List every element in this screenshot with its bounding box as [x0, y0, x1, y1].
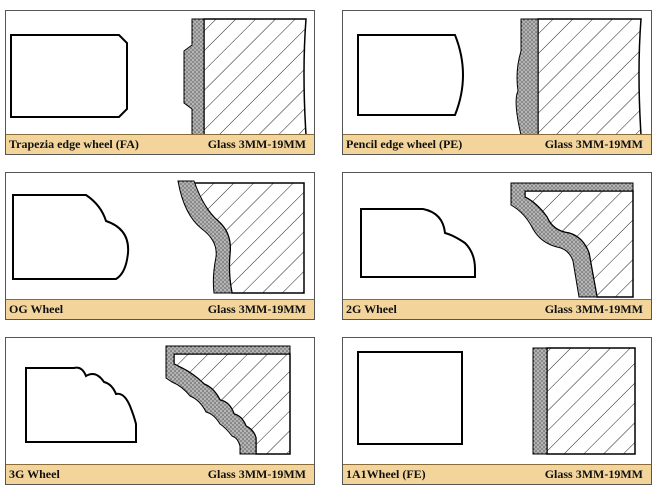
wheel-body-hatched	[203, 18, 307, 135]
glass-edge-shape	[357, 34, 464, 116]
glass-spec: Glass 3MM-19MM	[207, 467, 306, 481]
wheel-caption: Pencil edge wheel (PE) Glass 3MM-19MM	[343, 134, 651, 154]
og-profile-diagram	[12, 180, 305, 294]
wheel-caption: 1A1Wheel (FE) Glass 3MM-19MM	[343, 464, 651, 484]
wheel-body-hatched	[173, 353, 291, 455]
glass-edge-shape	[25, 366, 137, 443]
glass-spec: Glass 3MM-19MM	[207, 137, 306, 151]
wheel-caption: OG Wheel Glass 3MM-19MM	[6, 299, 314, 319]
glass-edge-shape	[357, 351, 463, 445]
glass-edge-shape	[12, 194, 130, 280]
wheel-caption: 3G Wheel Glass 3MM-19MM	[6, 464, 314, 484]
abrasive-grit-layer	[532, 347, 548, 455]
glass-edge-shape	[360, 208, 476, 278]
glass-spec: Glass 3MM-19MM	[544, 302, 643, 316]
glass-spec: Glass 3MM-19MM	[207, 302, 306, 316]
abrasive-grit-layer	[177, 180, 233, 294]
wheel-card-pencil: Pencil edge wheel (PE) Glass 3MM-19MM	[342, 10, 652, 155]
wheel-body-hatched	[537, 18, 642, 135]
wheel-name: Pencil edge wheel (PE)	[346, 137, 463, 151]
glass-edge-shape	[10, 34, 128, 118]
wheel-name: OG Wheel	[9, 302, 64, 316]
wheel-name: 2G Wheel	[346, 302, 397, 316]
wheel-card-og: OG Wheel Glass 3MM-19MM	[5, 172, 315, 320]
wheel-card-trapezia: Trapezia edge wheel (FA) Glass 3MM-19MM	[5, 10, 315, 155]
abrasive-grit-layer	[510, 182, 634, 298]
wheel-name: 1A1Wheel (FE)	[346, 467, 426, 481]
2g-profile-diagram	[360, 182, 634, 298]
wheel-caption: 2G Wheel Glass 3MM-19MM	[343, 299, 651, 319]
3g-profile-diagram	[25, 345, 291, 455]
wheel-caption: Trapezia edge wheel (FA) Glass 3MM-19MM	[6, 134, 314, 154]
wheel-body-hatched	[546, 347, 636, 455]
wheel-name: Trapezia edge wheel (FA)	[9, 137, 139, 151]
glass-spec: Glass 3MM-19MM	[544, 467, 643, 481]
wheel-card-1a1: 1A1Wheel (FE) Glass 3MM-19MM	[342, 337, 652, 485]
abrasive-grit-layer	[183, 18, 205, 135]
wheel-card-3g: 3G Wheel Glass 3MM-19MM	[5, 337, 315, 485]
wheel-card-2g: 2G Wheel Glass 3MM-19MM	[342, 172, 652, 320]
abrasive-grit-layer	[165, 345, 291, 455]
trapezia-profile-diagram	[10, 18, 307, 135]
pencil-profile-diagram	[357, 18, 642, 135]
glass-spec: Glass 3MM-19MM	[544, 137, 643, 151]
wheel-name: 3G Wheel	[9, 467, 60, 481]
1a1-profile-diagram	[357, 347, 636, 455]
abrasive-grit-layer	[515, 18, 539, 135]
